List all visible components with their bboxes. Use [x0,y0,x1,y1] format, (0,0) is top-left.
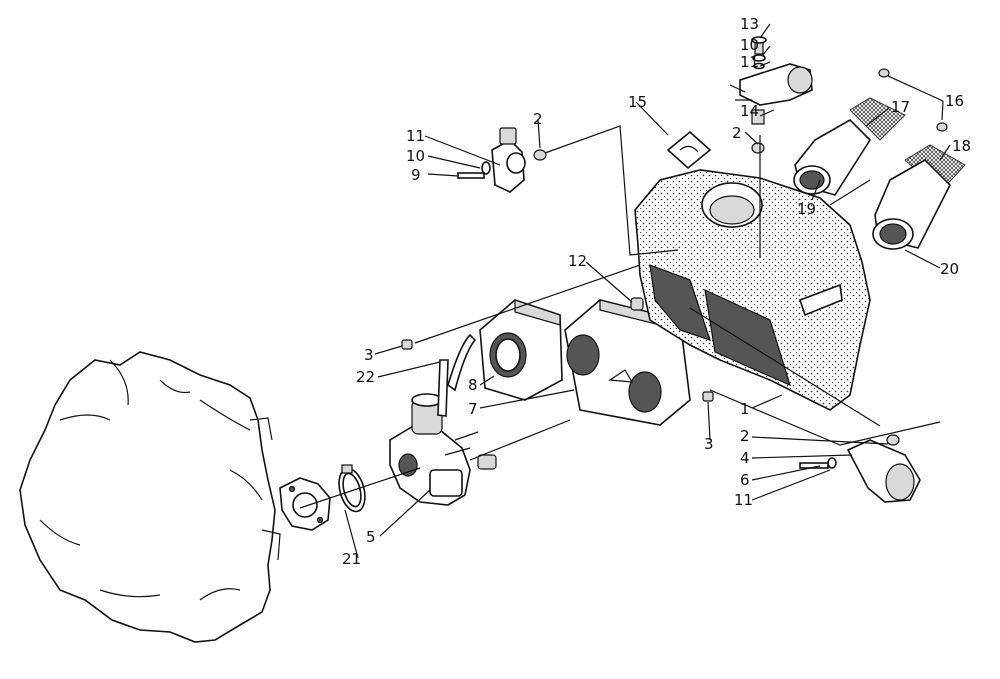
callout-5: 5 [366,528,376,546]
intake-boot-8 [479,299,563,401]
screw-3a [401,339,413,350]
callout-11-left: 11 [406,127,425,145]
top-fitting-assembly [729,36,813,154]
carburetor [389,393,497,506]
callout-17: 17 [891,98,910,116]
screws-16 [878,68,948,132]
callout-3-left: 3 [364,346,374,364]
callout-20: 20 [940,260,959,278]
screen-17 [849,97,906,141]
callout-11-top: 11 [740,53,759,71]
callout-14: 14 [740,102,759,120]
hose-clamp [338,464,366,513]
callout-2-upper: 2 [533,110,543,128]
leader-lines [344,23,951,559]
intake-tube-19 [793,119,872,196]
screw-3b [702,391,714,402]
callout-21: 21 [342,550,361,568]
engine-outline [19,351,281,643]
callout-2-top-center: 2 [732,124,742,142]
grommet-12 [630,297,644,311]
callout-3-right: 3 [704,435,714,453]
callout-6: 6 [740,471,750,489]
callout-13-top: 13 [740,15,759,33]
silencer-base-7 [564,299,691,426]
sensor-assembly-right [799,434,921,503]
intake-tube-20 [872,159,951,250]
sensor-bracket-left [457,127,547,193]
callout-2-lower: 2 [740,427,750,445]
callout-16: 16 [945,92,964,110]
callout-labels: 13 10 11 16 14 17 2 15 18 11 2 10 9 19 2… [342,15,971,568]
callout-15: 15 [628,93,647,111]
callout-1: 1 [740,400,750,418]
fuel-line [437,333,477,417]
decal-15 [666,130,712,170]
callout-22: 22 [356,368,375,386]
callout-7: 7 [468,400,478,418]
air-silencer-housing [634,169,871,411]
callout-4: 4 [740,449,750,467]
callout-11-lower: 11 [734,491,753,509]
callout-19: 19 [797,200,816,218]
callout-18: 18 [952,137,971,155]
assembly-lines [299,125,941,509]
callout-10-left: 10 [406,147,425,165]
callout-8: 8 [468,376,478,394]
intake-adapter [279,477,331,531]
callout-12: 12 [568,252,587,270]
callout-10-top: 10 [740,36,759,54]
callout-9: 9 [411,166,421,184]
